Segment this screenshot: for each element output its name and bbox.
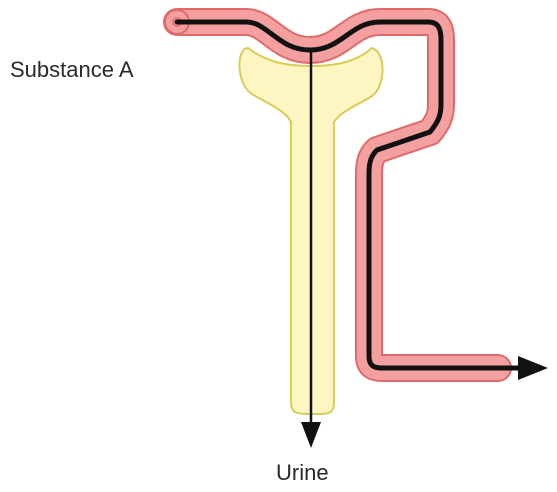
arrow-right-icon xyxy=(518,356,548,380)
urine-label: Urine xyxy=(276,462,329,484)
arrow-down-icon xyxy=(301,422,321,448)
substance-a-label: Substance A xyxy=(10,59,134,81)
